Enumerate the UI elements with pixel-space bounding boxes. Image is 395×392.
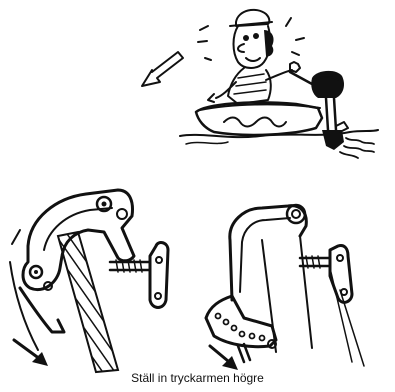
outboard-motor [290,71,374,158]
transom-bracket-clamp-on-transom [10,190,168,372]
down-right-arrow-icon [14,340,48,366]
transom-bracket-trim-rod-adjusted [206,205,364,370]
down-right-arrow-icon [210,346,238,370]
water-surface [180,130,378,144]
boat-hull [196,102,322,135]
bow-up-direction-arrow-icon [142,52,183,86]
figure-caption: Ställ in tryckarmen högre [0,371,395,385]
boat-scene [142,10,378,158]
